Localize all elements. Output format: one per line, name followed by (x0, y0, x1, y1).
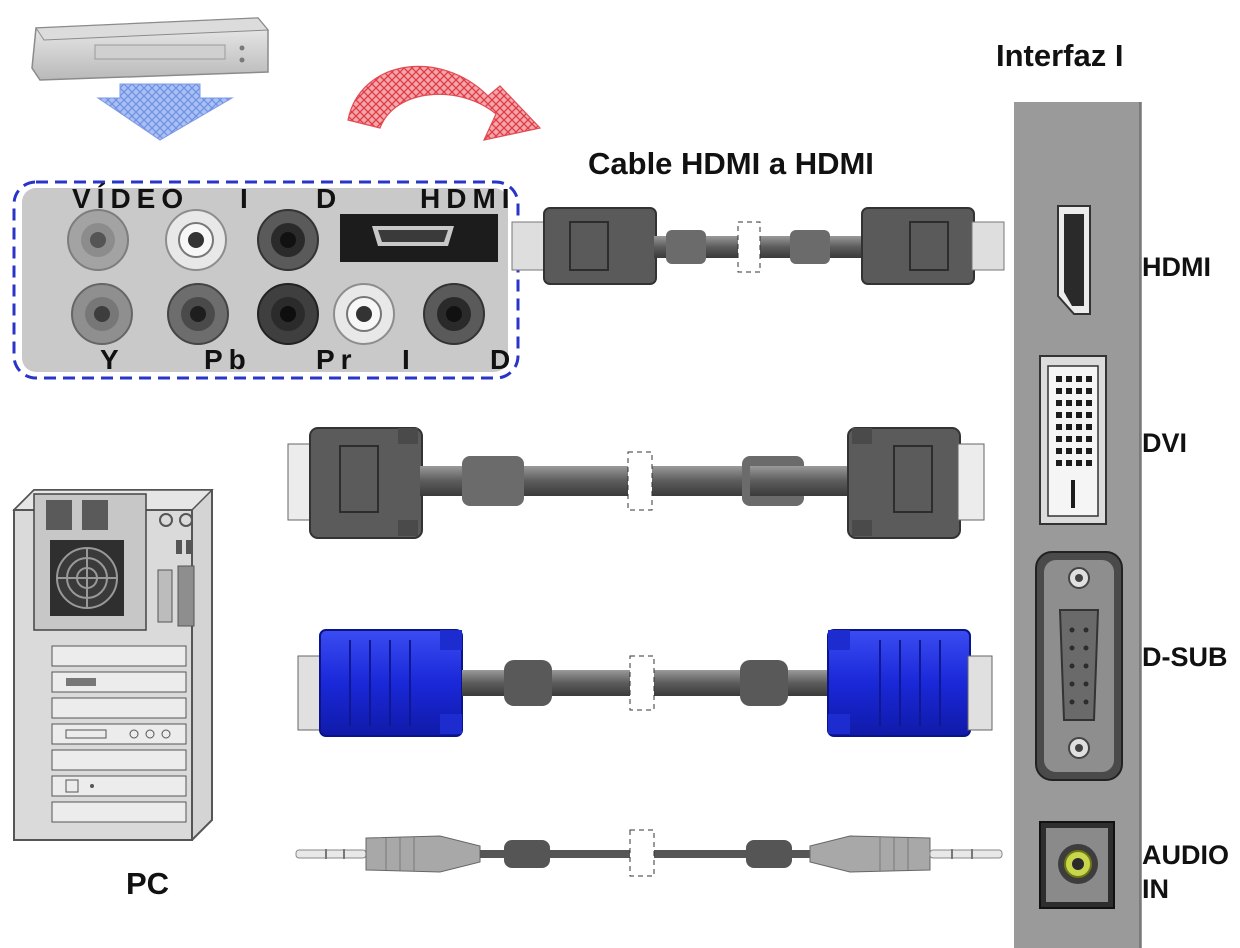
port-label-audio-in: IN (1142, 874, 1169, 904)
vga-cable (297, 629, 993, 737)
down-arrow-icon (96, 83, 234, 141)
pc-tower-icon (12, 489, 214, 841)
rca-jack-video (67, 209, 129, 271)
hdmi-cable (511, 207, 1005, 285)
rca-jack-y (71, 283, 133, 345)
cable-title: Cable HDMI a HDMI (588, 146, 874, 181)
jack-label-pb: Pb (204, 344, 252, 375)
port-label-dsub: D-SUB (1142, 642, 1228, 672)
jack-label-video: VÍDEO (72, 183, 190, 214)
port-label-hdmi: HDMI (1142, 252, 1211, 282)
dsub-port-icon (1035, 551, 1123, 781)
port-label-dvi: DVI (1142, 428, 1188, 458)
pc-label: PC (126, 866, 170, 901)
dvi-port-icon (1039, 355, 1107, 525)
jack-label-pr: Pr (316, 344, 358, 375)
jack-label-y: Y (100, 344, 125, 375)
rca-jack-pb (167, 283, 229, 345)
jack-label-left: I (240, 183, 254, 214)
hdmi-port-icon (1057, 205, 1091, 315)
rca-jack-pr (257, 283, 319, 345)
jack-label-left-2: I (402, 344, 416, 375)
audio-cable (295, 829, 1003, 877)
dvd-player-icon (31, 17, 270, 81)
jack-label-right: D (316, 183, 343, 214)
audio-in-port-icon (1039, 821, 1115, 909)
curved-arrow-icon (347, 65, 542, 141)
rca-jack-audio-left (165, 209, 227, 271)
dvi-cable (287, 427, 985, 539)
port-label-audio: AUDIO (1142, 840, 1229, 870)
jack-label-right-2: D (490, 344, 517, 375)
rca-jack-audio-right (257, 209, 319, 271)
rca-jack-audio-left-2 (333, 283, 395, 345)
interface-title: Interfaz I (996, 38, 1124, 73)
rca-jack-audio-right-2 (423, 283, 485, 345)
jack-label-hdmi: HDMI (420, 183, 516, 214)
